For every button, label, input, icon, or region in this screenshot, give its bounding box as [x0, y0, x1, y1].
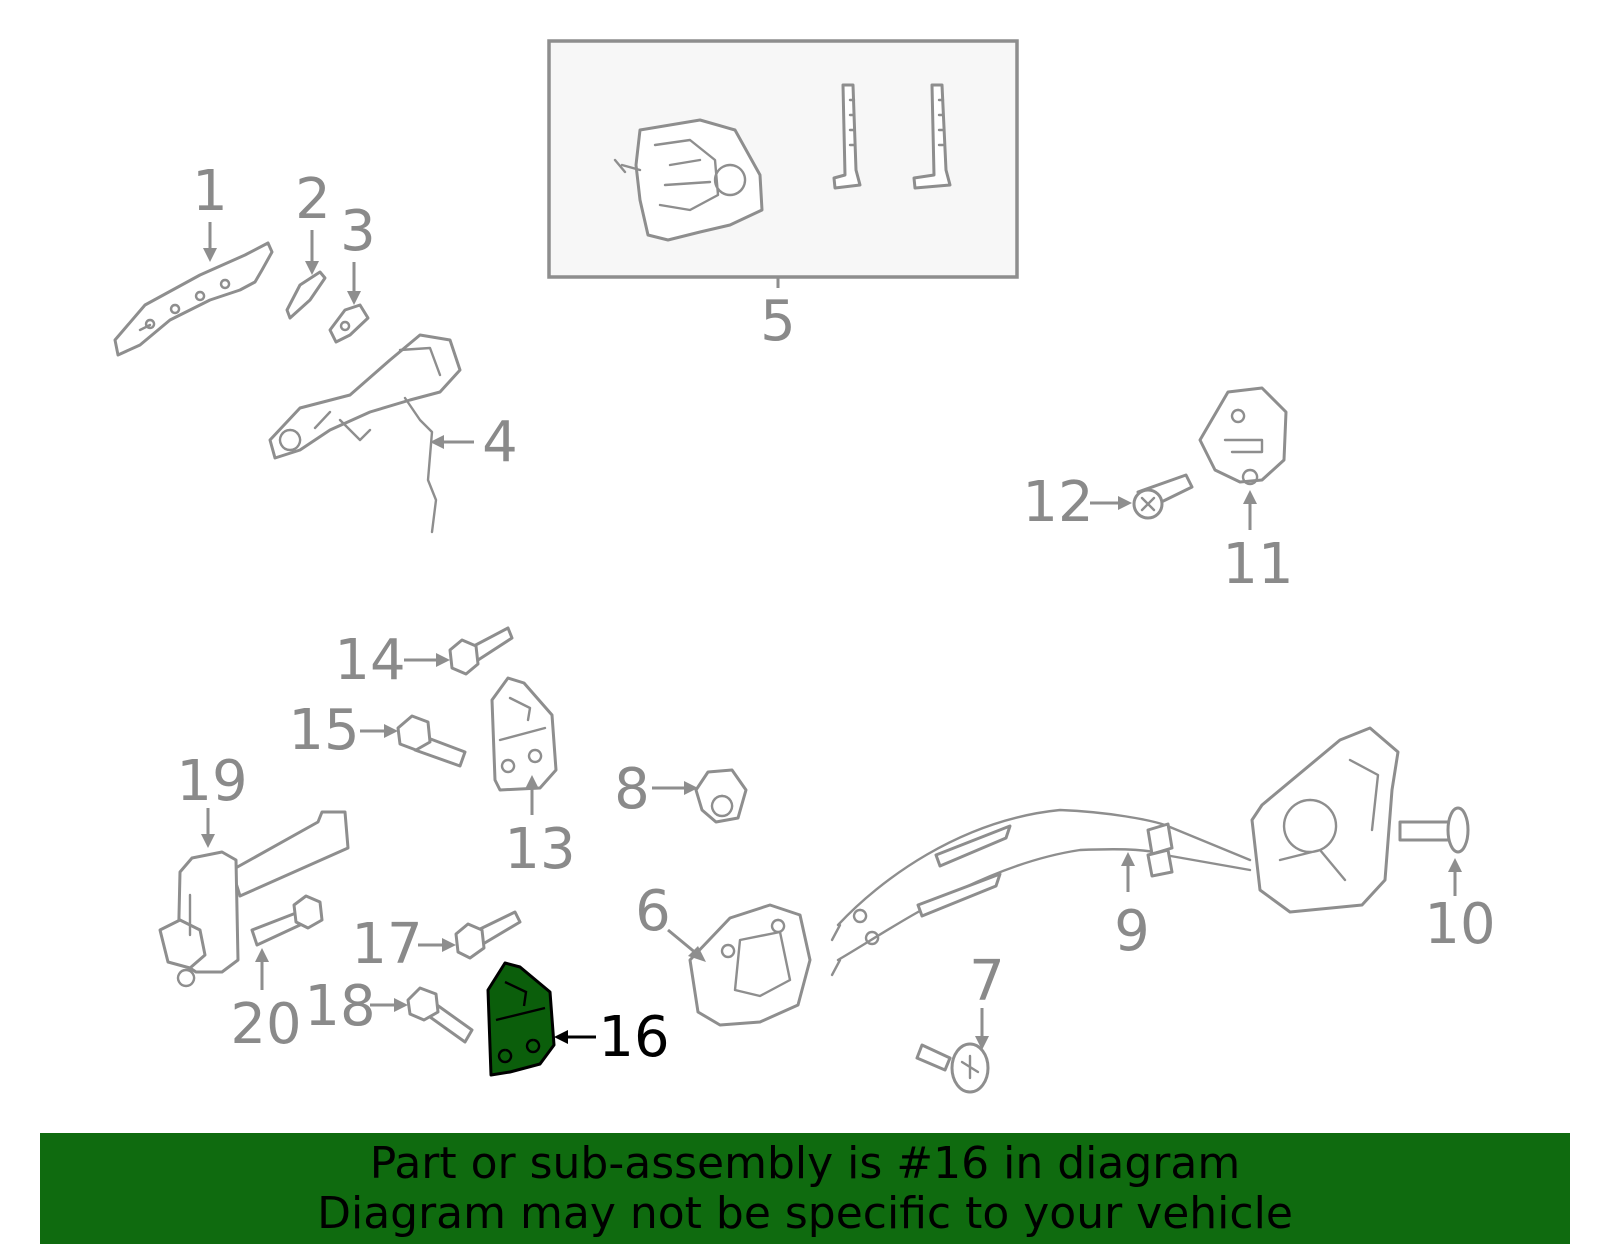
part-10-bolt[interactable] — [1398, 806, 1470, 854]
part-11-striker[interactable] — [1198, 386, 1288, 486]
leader-arrows — [201, 222, 1462, 1050]
callout-16: 16 — [598, 1005, 669, 1070]
part-2-gasket[interactable] — [285, 270, 327, 320]
part-5-latch-assembly[interactable] — [613, 83, 952, 242]
part-17-bolt[interactable] — [454, 910, 522, 960]
callout-14: 14 — [334, 628, 405, 693]
part-6-latch-cover[interactable] — [688, 903, 812, 1027]
callout-13: 13 — [504, 817, 575, 882]
part-1-outer-handle[interactable] — [113, 241, 274, 357]
info-banner: Part or sub-assembly is #16 in diagram D… — [40, 1133, 1570, 1244]
callout-15: 15 — [288, 698, 359, 763]
part-7-screw[interactable] — [915, 1042, 990, 1094]
callout-1: 1 — [192, 159, 228, 224]
part-4-handle-frame[interactable] — [268, 333, 462, 534]
callout-18: 18 — [304, 974, 375, 1039]
part-3-clip[interactable] — [328, 303, 370, 344]
banner-background — [40, 1133, 1570, 1244]
callout-8: 8 — [614, 757, 650, 822]
callout-7: 7 — [969, 949, 1005, 1014]
callout-9: 9 — [1114, 899, 1150, 964]
callout-12: 12 — [1022, 470, 1093, 535]
callout-3: 3 — [340, 199, 376, 264]
callout-6: 6 — [635, 879, 671, 944]
callout-19: 19 — [176, 749, 247, 814]
part-20-bolt[interactable] — [250, 894, 324, 947]
callout-5: 5 — [760, 289, 796, 354]
callout-2: 2 — [295, 167, 331, 232]
part-12-screw[interactable] — [1132, 473, 1194, 520]
part-8-nut[interactable] — [694, 768, 748, 824]
banner-line-2: Diagram may not be specific to your vehi… — [317, 1187, 1293, 1239]
part-18-bolt[interactable] — [406, 986, 474, 1044]
part-9-cable-latch[interactable] — [830, 726, 1400, 977]
part-19-check-link[interactable] — [158, 810, 350, 988]
callout-17: 17 — [351, 912, 422, 977]
callout-10: 10 — [1424, 892, 1495, 957]
part-13-upper-hinge[interactable] — [490, 676, 558, 792]
banner-line-1: Part or sub-assembly is #16 in diagram — [369, 1137, 1241, 1189]
part-14-bolt[interactable] — [448, 626, 514, 676]
part-16-lower-hinge-highlighted[interactable] — [486, 961, 556, 1077]
callout-20: 20 — [230, 992, 301, 1057]
callout-11: 11 — [1222, 532, 1293, 597]
part-15-bolt[interactable] — [396, 714, 467, 768]
callout-4: 4 — [482, 410, 518, 475]
